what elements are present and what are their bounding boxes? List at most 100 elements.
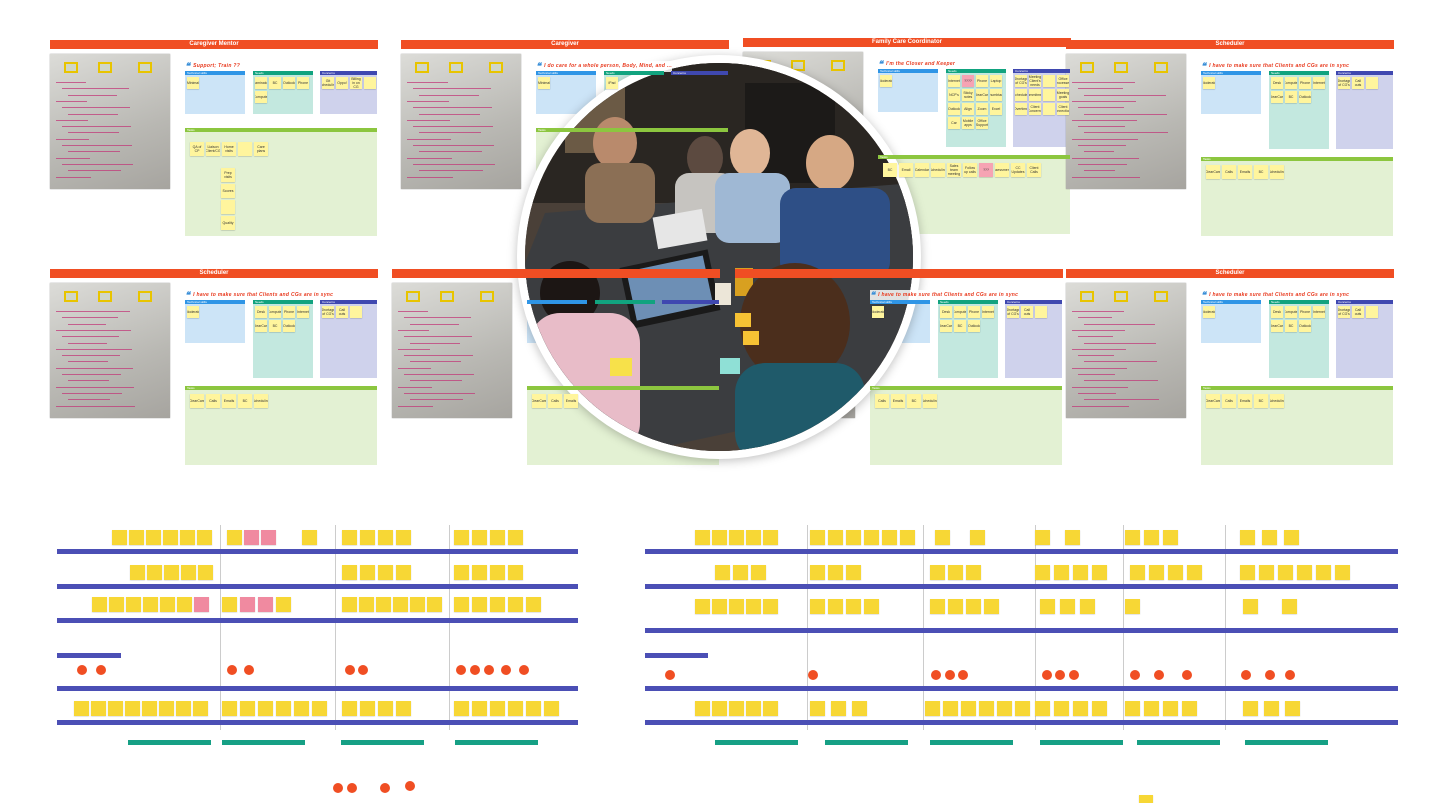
sticky-note[interactable]: Client Calls <box>1027 163 1041 177</box>
sticky-note[interactable] <box>1163 701 1178 716</box>
sticky-note[interactable]: Excel <box>990 103 1002 115</box>
red-dot-marker[interactable] <box>665 670 675 680</box>
sticky-note[interactable]: Internet <box>1313 306 1325 318</box>
sticky-note[interactable] <box>712 530 727 545</box>
sticky-note[interactable]: Sticky notes <box>962 89 974 101</box>
sticky-note[interactable]: Emails <box>1238 394 1252 408</box>
sticky-note[interactable] <box>1240 530 1255 545</box>
sticky-note[interactable] <box>1125 701 1140 716</box>
sticky-note[interactable]: Emails <box>891 394 905 408</box>
red-dot-marker[interactable] <box>1241 670 1251 680</box>
sticky-note[interactable] <box>763 599 778 614</box>
sticky-note[interactable]: Internet <box>297 306 309 318</box>
sticky-note[interactable] <box>1092 565 1107 580</box>
sticky-note[interactable] <box>1282 599 1297 614</box>
sticky-note[interactable]: BC <box>269 77 281 89</box>
sticky-note[interactable] <box>92 597 107 612</box>
sticky-note[interactable] <box>1125 599 1140 614</box>
sticky-note[interactable] <box>1073 701 1088 716</box>
sticky-note[interactable] <box>979 701 994 716</box>
red-dot-marker[interactable] <box>1154 670 1164 680</box>
sticky-note[interactable] <box>312 701 327 716</box>
sticky-note[interactable] <box>1043 75 1055 87</box>
sticky-note[interactable] <box>864 530 879 545</box>
sticky-note[interactable]: Outlook <box>968 320 980 332</box>
sticky-note[interactable] <box>852 701 867 716</box>
sticky-note[interactable] <box>490 565 505 580</box>
sticky-note[interactable] <box>948 565 963 580</box>
sticky-note[interactable] <box>751 565 766 580</box>
sticky-note[interactable] <box>508 530 523 545</box>
red-dot-marker[interactable] <box>931 670 941 680</box>
sticky-note[interactable] <box>1316 565 1331 580</box>
sticky-note[interactable]: Home visits <box>222 142 236 156</box>
sticky-note[interactable] <box>810 565 825 580</box>
sticky-note[interactable]: BC <box>1285 320 1297 332</box>
sticky-note[interactable]: Computer <box>269 306 281 318</box>
sticky-note[interactable] <box>1278 565 1293 580</box>
sticky-note[interactable]: Client connections <box>1057 103 1069 115</box>
sticky-note[interactable] <box>1262 530 1277 545</box>
sticky-note[interactable]: Shortage of CG's <box>1007 306 1019 318</box>
sticky-note[interactable]: Client Concerns <box>1029 103 1041 115</box>
sticky-note[interactable] <box>846 599 861 614</box>
sticky-note[interactable] <box>177 597 192 612</box>
sticky-note[interactable] <box>695 530 710 545</box>
sticky-note[interactable] <box>227 530 242 545</box>
sticky-note[interactable] <box>490 530 505 545</box>
sticky-note[interactable]: Prep visits <box>221 168 235 182</box>
sticky-note[interactable]: Billing in on CG <box>350 77 362 89</box>
sticky-note[interactable] <box>1130 565 1145 580</box>
sticky-note[interactable] <box>526 597 541 612</box>
sticky-note[interactable] <box>1065 530 1080 545</box>
sticky-note[interactable] <box>396 565 411 580</box>
sticky-note[interactable] <box>695 599 710 614</box>
sticky-note[interactable] <box>125 701 140 716</box>
sticky-note[interactable] <box>1054 701 1069 716</box>
sticky-note[interactable] <box>712 599 727 614</box>
sticky-note[interactable] <box>1092 701 1107 716</box>
sticky-note[interactable]: Desk <box>1271 306 1283 318</box>
sticky-note[interactable] <box>966 599 981 614</box>
sticky-note[interactable] <box>925 701 940 716</box>
red-dot-marker[interactable] <box>96 665 106 675</box>
sticky-note[interactable]: Mobile apps <box>962 117 974 129</box>
red-dot-marker[interactable] <box>345 665 355 675</box>
sticky-note[interactable] <box>147 565 162 580</box>
sticky-note[interactable]: Shortage of CG's <box>322 306 334 318</box>
sticky-note[interactable] <box>1015 701 1030 716</box>
sticky-note[interactable] <box>763 530 778 545</box>
sticky-note[interactable]: Shortage of CG's <box>1338 77 1350 89</box>
sticky-note[interactable] <box>393 597 408 612</box>
sticky-note[interactable] <box>163 530 178 545</box>
sticky-note[interactable] <box>846 565 861 580</box>
sticky-note[interactable]: Shortage of CG's <box>1338 306 1350 318</box>
sticky-note[interactable]: ClearCare <box>1271 91 1283 103</box>
red-dot-marker[interactable] <box>945 670 955 680</box>
sticky-note[interactable] <box>472 597 487 612</box>
sticky-note[interactable]: CC Updates <box>1011 163 1025 177</box>
sticky-note[interactable]: ??? <box>979 163 993 177</box>
sticky-note[interactable] <box>302 530 317 545</box>
sticky-note[interactable] <box>360 530 375 545</box>
sticky-note[interactable] <box>508 597 523 612</box>
sticky-note[interactable] <box>846 530 861 545</box>
sticky-note[interactable] <box>112 530 127 545</box>
sticky-note[interactable]: Office processes <box>1057 75 1069 87</box>
red-dot-marker[interactable] <box>484 665 494 675</box>
sticky-note[interactable]: ClearCare <box>190 394 204 408</box>
sticky-note[interactable]: Laptop <box>990 75 1002 87</box>
sticky-note[interactable] <box>108 701 123 716</box>
sticky-note[interactable] <box>294 701 309 716</box>
sticky-note[interactable] <box>364 77 376 89</box>
sticky-note[interactable] <box>1335 565 1350 580</box>
sticky-note[interactable] <box>396 701 411 716</box>
sticky-note[interactable] <box>1139 795 1153 803</box>
sticky-note[interactable] <box>1149 565 1164 580</box>
sticky-note[interactable]: Commitment <box>1029 89 1041 101</box>
sticky-note[interactable] <box>143 597 158 612</box>
sticky-note[interactable]: Shortage of CG's <box>1015 75 1027 87</box>
sticky-note[interactable] <box>1043 103 1055 115</box>
sticky-note[interactable]: Outlook <box>948 103 960 115</box>
red-dot-marker[interactable] <box>1042 670 1052 680</box>
